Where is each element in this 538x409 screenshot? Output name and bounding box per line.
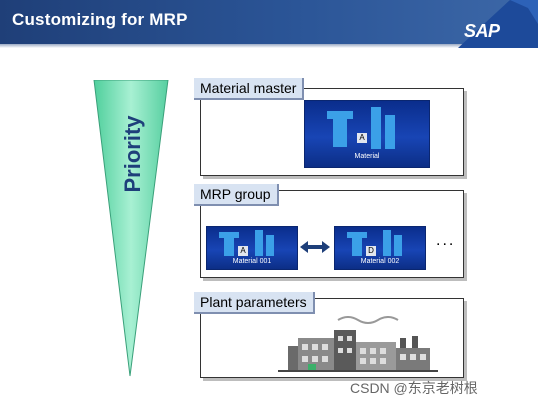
material-letter: A xyxy=(357,133,367,143)
material-block-icon xyxy=(266,235,274,256)
plant-factory-icon xyxy=(278,316,438,372)
material-block-icon xyxy=(352,238,362,256)
plant-parameters-label: Plant parameters xyxy=(194,292,315,314)
material-block-icon xyxy=(383,230,391,256)
sap-logo-text: SAP xyxy=(464,21,500,41)
material-block-icon xyxy=(327,111,353,119)
material-block-icon xyxy=(333,119,347,147)
mrp-tile-caption: Material 001 xyxy=(232,258,272,265)
priority-label: Priority xyxy=(120,115,145,193)
header-bar: Customizing for MRP xyxy=(0,0,538,44)
material-master-label: Material master xyxy=(194,78,305,100)
page-title: Customizing for MRP xyxy=(12,10,188,29)
mrp-tile-letter: A xyxy=(238,246,248,256)
more-ellipsis: ... xyxy=(436,232,456,249)
material-block-icon xyxy=(394,235,402,256)
priority-triangle xyxy=(93,80,169,377)
material-block-icon xyxy=(347,232,367,238)
material-block-icon xyxy=(224,238,234,256)
mrp-tile-material-002: D Material 002 xyxy=(334,226,426,270)
material-block-icon xyxy=(255,230,263,256)
material-block-icon xyxy=(219,232,239,238)
mrp-tile-letter: D xyxy=(366,246,376,256)
material-caption: Material xyxy=(354,153,380,160)
watermark: CSDN @东京老树根 xyxy=(350,380,478,396)
double-arrow-icon xyxy=(300,241,330,253)
material-tile: A Material xyxy=(304,100,430,168)
mrp-tile-caption: Material 002 xyxy=(360,258,400,265)
material-block-icon xyxy=(371,107,381,149)
mrp-group-label: MRP group xyxy=(194,184,279,206)
material-block-icon xyxy=(385,115,395,149)
mrp-tile-material-001: A Material 001 xyxy=(206,226,298,270)
header-shadow xyxy=(0,44,538,48)
sap-logo xyxy=(458,0,538,48)
